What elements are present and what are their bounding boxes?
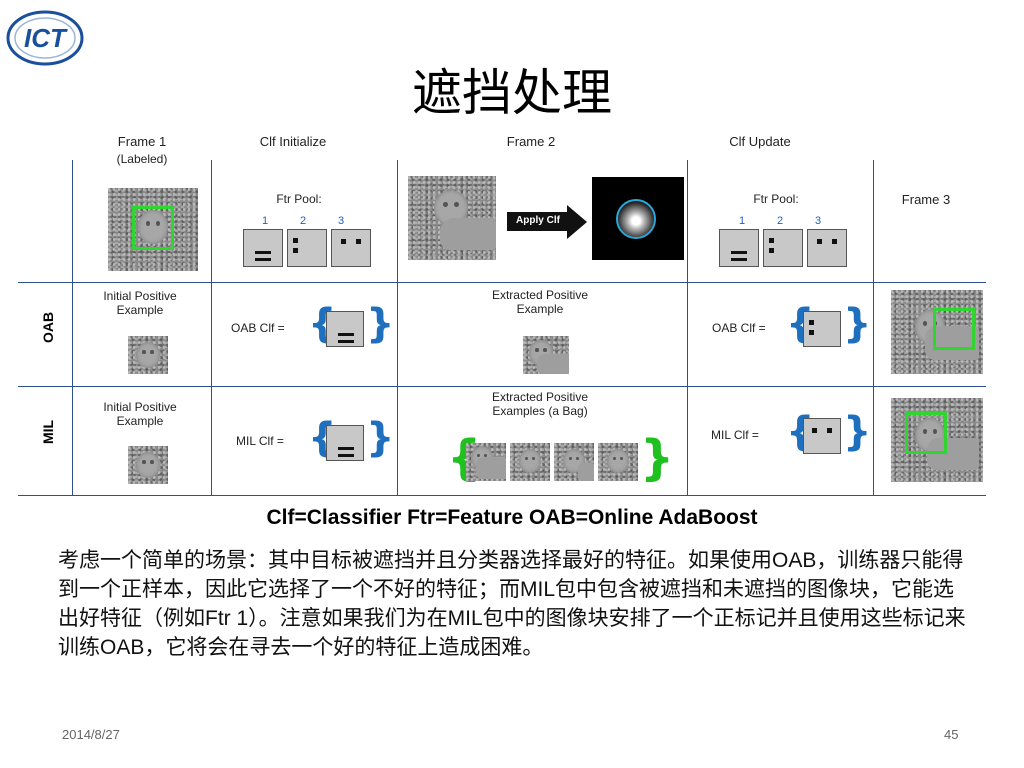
pool-number-2: 2 — [777, 215, 784, 227]
header-frame1-sub: (Labeled) — [116, 152, 168, 166]
oab-extracted-patch — [523, 336, 569, 374]
row-label-mil: MIL — [40, 419, 56, 444]
mil-selected-feature — [326, 425, 364, 461]
header-frame2: Frame 2 — [506, 134, 556, 149]
oab-selected-feature — [326, 311, 364, 347]
brace-right: } — [366, 301, 395, 347]
header-frame3: Frame 3 — [901, 192, 951, 207]
target-bounding-box — [132, 206, 174, 250]
ict-logo: ICT — [6, 10, 84, 66]
ftr-pool-label: Ftr Pool: — [276, 192, 322, 206]
bag-patch-2 — [510, 443, 550, 481]
occluder — [578, 463, 594, 481]
frame1-image — [108, 188, 198, 271]
oab-clf-update-label: OAB Clf = — [712, 321, 766, 335]
occluder — [927, 438, 979, 470]
mil-initial-label: Initial Positive Example — [103, 400, 177, 428]
frame3-mil-image — [891, 398, 983, 482]
bag-patch-3 — [554, 443, 594, 481]
svg-text:ICT: ICT — [24, 23, 68, 53]
grid-line — [873, 160, 874, 496]
frame2-image — [408, 176, 496, 260]
occluder — [476, 457, 506, 479]
row-label-oab: OAB — [40, 311, 56, 343]
mil-clf-init-label: MIL Clf = — [236, 434, 284, 448]
abbreviation-definitions: Clf=Classifier Ftr=Feature OAB=Online Ad… — [266, 506, 758, 529]
oab-tracked-box — [933, 308, 975, 350]
pool-number-1: 1 — [262, 215, 269, 227]
header-clf-initialize: Clf Initialize — [259, 134, 327, 149]
grid-line — [397, 160, 398, 496]
brace-right: } — [843, 301, 872, 347]
feature-1 — [243, 229, 283, 267]
occluder — [537, 354, 569, 374]
confidence-map — [592, 177, 684, 260]
face-image — [607, 449, 629, 473]
brace-right: } — [366, 415, 395, 461]
grid-line — [72, 160, 73, 496]
mil-extracted-label: Extracted Positive Examples (a Bag) — [491, 390, 589, 418]
ftr-pool-label: Ftr Pool: — [753, 192, 799, 206]
oab-updated-feature — [803, 311, 841, 347]
footer-date: 2014/8/27 — [62, 727, 120, 742]
face-image — [138, 210, 168, 244]
explanation-paragraph: 考虑一个简单的场景：其中目标被遮挡并且分类器选择最好的特征。如果使用OAB，训练… — [58, 549, 966, 659]
oab-extracted-label: Extracted Positive Example — [491, 288, 589, 316]
bag-patch-1 — [466, 443, 506, 481]
mil-updated-feature — [803, 418, 841, 454]
brace-right: } — [843, 409, 872, 455]
header-clf-update: Clf Update — [729, 134, 791, 149]
occluder — [440, 218, 496, 250]
face-image — [519, 449, 541, 473]
grid-line — [687, 160, 688, 496]
grid-line — [18, 495, 986, 496]
header-frame1: Frame 1 — [117, 134, 167, 149]
apply-clf-label: Apply Clf — [507, 212, 569, 230]
pool-number-3: 3 — [815, 215, 822, 227]
face-image — [136, 342, 160, 368]
feature-2 — [763, 229, 803, 267]
feature-3 — [807, 229, 847, 267]
page-number: 45 — [944, 727, 959, 742]
mil-clf-update-label: MIL Clf = — [711, 428, 759, 442]
frame3-oab-image — [891, 290, 983, 374]
pool-number-2: 2 — [300, 215, 307, 227]
grid-line — [18, 282, 986, 283]
face-image — [136, 452, 160, 478]
mil-tracked-box — [905, 412, 947, 454]
feature-3 — [331, 229, 371, 267]
feature-2 — [287, 229, 327, 267]
grid-line — [18, 386, 986, 387]
slide-title: 遮挡处理 — [412, 64, 612, 122]
oab-initial-label: Initial Positive Example — [103, 289, 177, 317]
bag-patch-4 — [598, 443, 638, 481]
mil-initial-patch — [128, 446, 168, 484]
oab-clf-init-label: OAB Clf = — [231, 321, 285, 335]
feature-1 — [719, 229, 759, 267]
pool-number-3: 3 — [338, 215, 345, 227]
detection-circle — [616, 199, 656, 239]
pool-number-1: 1 — [739, 215, 746, 227]
bag-brace-right: } — [640, 430, 675, 486]
oab-initial-patch — [128, 336, 168, 374]
grid-line — [211, 160, 212, 496]
